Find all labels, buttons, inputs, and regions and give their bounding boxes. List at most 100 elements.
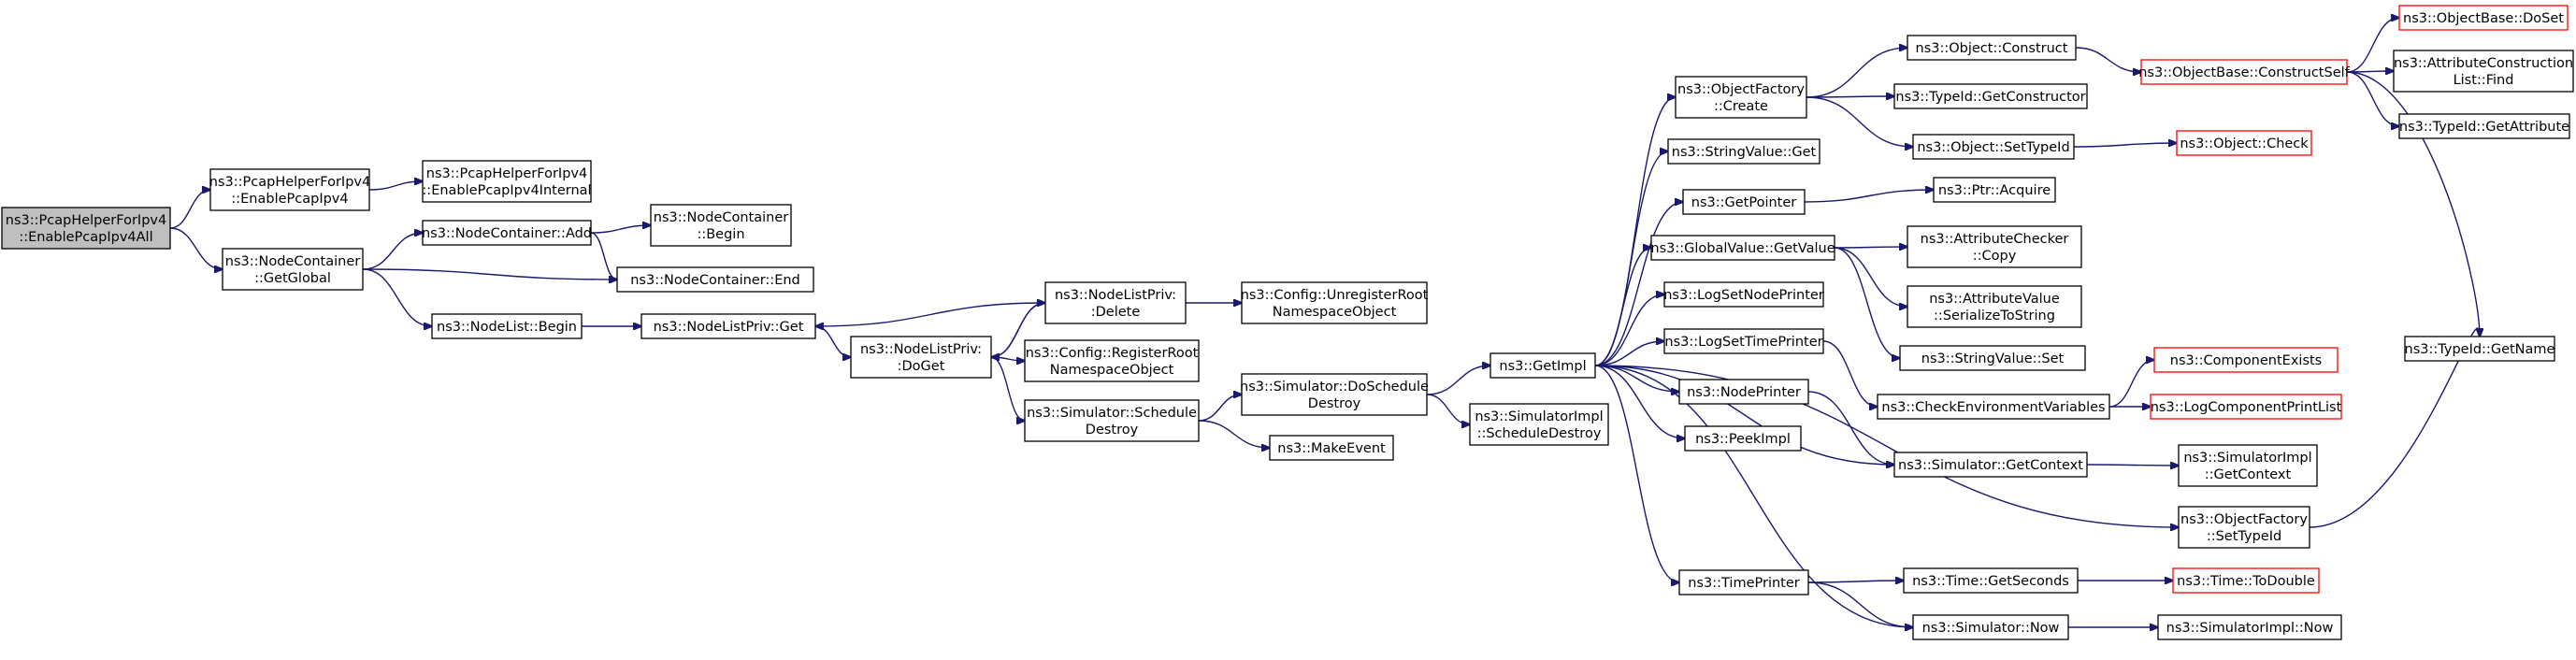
node-box — [431, 313, 583, 339]
node-label: ::EnablePcapIpv4Internal — [422, 183, 591, 198]
edge-objectfactory-create-to-object-construct — [1806, 48, 1907, 98]
node-box — [1907, 285, 2082, 328]
node-box — [1877, 394, 2110, 420]
node-stringvalue-set[interactable]: ns3::StringValue::Set — [1899, 345, 2086, 371]
node-nodelist-begin[interactable]: ns3::NodeList::Begin — [431, 313, 583, 339]
node-timeprinter[interactable]: ns3::TimePrinter — [1678, 569, 1809, 595]
node-getpointer[interactable]: ns3::GetPointer — [1682, 189, 1806, 215]
node-box — [1684, 425, 1802, 452]
node-box — [422, 220, 592, 246]
node-box — [1678, 569, 1809, 595]
edge-timeprinter-to-simulator-now — [1807, 581, 1913, 627]
nodes-layer: ns3::PcapHelperForIpv4::EnablePcapIpv4Al… — [1, 5, 2574, 640]
node-makeevent[interactable]: ns3::MakeEvent — [1269, 435, 1394, 461]
node-nodeprinter[interactable]: ns3::NodePrinter — [1678, 379, 1809, 405]
node-box — [2140, 59, 2348, 85]
node-label: ns3::SimulatorImpl::Now — [2166, 621, 2334, 636]
node-label: ns3::NodeContainer — [654, 210, 788, 225]
node-typeid-getattribute[interactable]: ns3::TypeId::GetAttribute — [2398, 113, 2570, 139]
node-attributechecker-copy[interactable]: ns3::AttributeChecker::Copy — [1907, 225, 2082, 268]
node-label: List::Find — [2454, 73, 2514, 88]
node-time-todouble[interactable]: ns3::Time::ToDouble — [2172, 567, 2320, 594]
node-simulatorimpl-scheduledestroy[interactable]: ns3::SimulatorImpl::ScheduleDestroy — [1469, 403, 1609, 446]
edge-nodeprinter-to-simulator-getcontext — [1807, 391, 1894, 465]
edge-objectfactory-create-to-object-settypeid — [1806, 96, 1913, 147]
node-object-construct[interactable]: ns3::Object::Construct — [1907, 35, 2077, 61]
node-box — [1241, 281, 1428, 324]
node-nodecontainer-add[interactable]: ns3::NodeContainer::Add — [422, 220, 592, 246]
edge-objectbase-constructself-to-typeid-getname — [2346, 71, 2480, 337]
node-label: NamespaceObject — [1273, 305, 1397, 320]
node-label: ns3::Ptr::Acquire — [1938, 183, 2051, 198]
node-objectfactory-create[interactable]: ns3::ObjectFactory::Create — [1675, 76, 1807, 119]
edge-nodecontainer-getglobal-to-nodecontainer-add — [362, 233, 423, 270]
node-nodecontainer-begin[interactable]: ns3::NodeContainer::Begin — [650, 204, 792, 247]
node-label: ns3::NodeListPriv: — [860, 342, 982, 357]
node-attributevalue-serialize[interactable]: ns3::AttributeValue::SerializeToString — [1907, 285, 2082, 328]
node-globalvalue-getvalue[interactable]: ns3::GlobalValue::GetValue — [1650, 235, 1835, 261]
node-logcomponentprintlist[interactable]: ns3::LogComponentPrintList — [2150, 394, 2342, 420]
node-box — [1650, 235, 1835, 261]
node-componentexists[interactable]: ns3::ComponentExists — [2153, 347, 2339, 373]
node-nodelistpriv-delete[interactable]: ns3::NodeListPriv::Delete — [1044, 281, 1187, 324]
node-box — [1933, 177, 2056, 203]
node-box — [1899, 345, 2086, 371]
node-pcap-enable[interactable]: ns3::PcapHelperForIpv4::EnablePcapIpv4 — [209, 168, 370, 211]
node-box — [2150, 394, 2342, 420]
node-nodecontainer-end[interactable]: ns3::NodeContainer::End — [616, 266, 814, 293]
node-simulator-getcontext[interactable]: ns3::Simulator::GetContext — [1893, 452, 2088, 478]
node-logsetnodeprinter[interactable]: ns3::LogSetNodePrinter — [1663, 281, 1824, 308]
node-label: ns3::NodeListPriv: — [1055, 288, 1176, 303]
edge-nodecontainer-getglobal-to-nodelist-begin — [362, 268, 432, 326]
node-peekimpl[interactable]: ns3::PeekImpl — [1684, 425, 1802, 452]
edge-simulator-doscheduledestroy-to-simulatorimpl-scheduledestroy — [1426, 394, 1470, 424]
node-typeid-getname[interactable]: ns3::TypeId::GetName — [2404, 336, 2555, 362]
node-label: ns3::Object::SetTypeId — [1917, 140, 2069, 155]
node-objectbase-doset[interactable]: ns3::ObjectBase::DoSet — [2398, 5, 2569, 31]
node-nodecontainer-getglobal[interactable]: ns3::NodeContainer::GetGlobal — [222, 248, 364, 291]
node-logsettimeprinter[interactable]: ns3::LogSetTimePrinter — [1663, 328, 1824, 354]
edge-getimpl-to-simulator-now — [1594, 365, 1913, 627]
node-nodelistpriv-get[interactable]: ns3::NodeListPriv::Get — [640, 313, 816, 339]
node-box — [1912, 134, 2075, 160]
node-label: ns3::ObjectBase::DoSet — [2403, 11, 2564, 26]
node-objectfactory-settypeid[interactable]: ns3::ObjectFactory::SetTypeId — [2178, 506, 2310, 549]
node-box — [1, 207, 171, 250]
node-typeid-getconstructor[interactable]: ns3::TypeId::GetConstructor — [1893, 83, 2088, 109]
node-box — [640, 313, 816, 339]
node-simulator-now[interactable]: ns3::Simulator::Now — [1912, 614, 2069, 640]
node-root[interactable]: ns3::PcapHelperForIpv4::EnablePcapIpv4Al… — [1, 207, 171, 250]
edge-timeprinter-to-time-getseconds — [1807, 581, 1904, 582]
node-nodelistpriv-doget[interactable]: ns3::NodeListPriv::DoGet — [850, 336, 992, 379]
node-objectbase-constructself[interactable]: ns3::ObjectBase::ConstructSelf — [2138, 59, 2351, 85]
node-time-getseconds[interactable]: ns3::Time::GetSeconds — [1903, 567, 2079, 594]
edge-nodelistpriv-delete-to-nodelistpriv-doget — [991, 302, 1046, 357]
node-simulatorimpl-getcontext[interactable]: ns3::SimulatorImpl::GetContext — [2178, 444, 2318, 487]
node-object-check[interactable]: ns3::Object::Check — [2176, 130, 2312, 156]
node-label: ns3::GetPointer — [1691, 195, 1797, 210]
node-label: ns3::Object::Construct — [1916, 41, 2068, 56]
node-config-unregister[interactable]: ns3::Config::UnregisterRootNamespaceObje… — [1241, 281, 1429, 324]
node-label: ns3::NodeContainer::Add — [422, 226, 592, 241]
node-ptr-acquire[interactable]: ns3::Ptr::Acquire — [1933, 177, 2056, 203]
node-label: Destroy — [1086, 423, 1139, 438]
node-label: ::SetTypeId — [2207, 529, 2281, 544]
node-simulator-scheduledestroy[interactable]: ns3::Simulator::ScheduleDestroy — [1024, 399, 1200, 442]
node-object-settypeid[interactable]: ns3::Object::SetTypeId — [1912, 134, 2075, 160]
node-checkenvvars[interactable]: ns3::CheckEnvironmentVariables — [1877, 394, 2110, 420]
node-pcap-enable-internal[interactable]: ns3::PcapHelperForIpv4::EnablePcapIpv4In… — [422, 160, 592, 203]
node-box — [1024, 399, 1200, 442]
edge-getpointer-to-ptr-acquire — [1804, 190, 1934, 203]
node-getimpl[interactable]: ns3::GetImpl — [1489, 352, 1596, 379]
edge-getimpl-to-timeprinter — [1594, 365, 1679, 582]
edge-objectfactory-settypeid-to-typeid-getname — [2309, 327, 2480, 528]
node-simulatorimpl-now[interactable]: ns3::SimulatorImpl::Now — [2157, 614, 2342, 640]
node-label: ::EnablePcapIpv4All — [19, 230, 152, 245]
node-box — [1667, 138, 1820, 165]
edge-getimpl-to-simulator-getcontext — [1594, 365, 1894, 465]
node-stringvalue-get[interactable]: ns3::StringValue::Get — [1667, 138, 1820, 165]
